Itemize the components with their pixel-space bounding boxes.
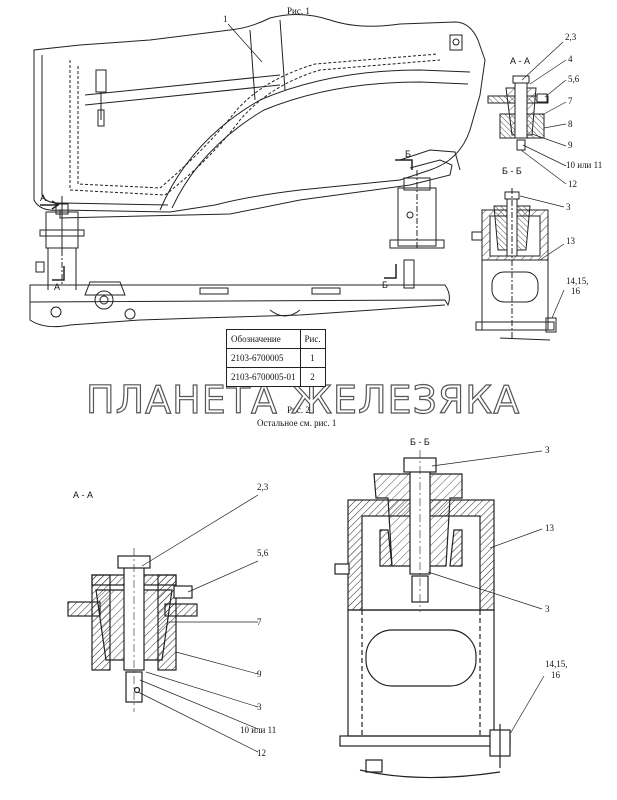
spec-cell-figure: 1	[299, 348, 326, 368]
detail-aa-callout-3: 3	[257, 702, 262, 712]
figure2-title: Рис. 2	[287, 405, 310, 415]
callout-5-6: 5,6	[568, 74, 580, 84]
small-section-aa	[487, 75, 549, 151]
figure2-note: Остальное см. рис. 1	[257, 418, 336, 428]
detail-aa-drawing	[67, 548, 198, 712]
spec-cell-designation: 2103-6700005-01	[226, 367, 301, 387]
section-mark-b-bottom: Б	[382, 280, 388, 290]
detail-bb-title: Б - Б	[410, 437, 430, 447]
callout-7: 7	[568, 96, 573, 106]
leader-1	[227, 23, 263, 63]
right-support-mount	[389, 170, 445, 289]
detail-bb-callout-14-15: 14,15,	[545, 659, 568, 669]
fender-assembly	[33, 14, 486, 219]
detail-aa-callout-2-3: 2,3	[257, 482, 269, 492]
spec-cell-designation: 2103-6700005	[226, 348, 301, 368]
left-support-mount	[35, 196, 85, 290]
small-aa-leaders	[520, 41, 567, 185]
detail-aa-leaders	[137, 494, 259, 753]
detail-bb-drawing	[334, 450, 511, 779]
figure1-title: Рис. 1	[287, 6, 310, 16]
callout-13-small-bb: 13	[566, 236, 576, 246]
detail-aa-callout-7: 7	[257, 617, 262, 627]
detail-aa-title: А - А	[73, 490, 93, 500]
detail-aa-callout-9: 9	[257, 669, 262, 679]
detail-bb-callout-3-top: 3	[545, 445, 550, 455]
callout-12: 12	[568, 179, 577, 189]
detail-bb-leaders	[427, 450, 545, 735]
small-aa-title: А - А	[510, 56, 530, 66]
detail-aa-callout-10-11: 10 или 11	[240, 725, 276, 735]
callout-14-15-small: 14,15,	[566, 276, 589, 286]
detail-bb-callout-13: 13	[545, 523, 555, 533]
callout-16-small: 16	[571, 286, 581, 296]
section-mark-a-bottom: А	[54, 282, 60, 292]
small-bb-leaders	[519, 195, 565, 319]
callout-3-small-bb: 3	[566, 202, 571, 212]
section-mark-a-top: А	[40, 193, 46, 203]
spec-header-designation: Обозначение	[226, 329, 301, 349]
spec-table-header: Обозначение Рис.	[226, 329, 326, 349]
spec-table: Обозначение Рис. 2103-6700005 1 2103-670…	[226, 329, 326, 387]
small-bb-title: Б - Б	[502, 166, 522, 176]
detail-aa-callout-12: 12	[257, 748, 266, 758]
section-mark-b-top: Б	[405, 149, 411, 159]
small-section-bb	[471, 188, 557, 341]
chassis-frame	[29, 281, 450, 328]
watermark: ПЛАНЕТА ЖЕЛЕЗЯКА	[86, 378, 520, 422]
callout-4: 4	[568, 54, 573, 64]
callout-8: 8	[568, 119, 573, 129]
callout-10-11: 10 или 11	[566, 160, 602, 170]
table-row: 2103-6700005 1	[226, 348, 326, 368]
spec-header-figure: Рис.	[299, 329, 326, 349]
detail-aa-callout-5-6: 5,6	[257, 548, 269, 558]
detail-bb-callout-3-bottom: 3	[545, 604, 550, 614]
spec-cell-figure: 2	[299, 367, 326, 387]
table-row: 2103-6700005-01 2	[226, 367, 326, 387]
callout-1: 1	[223, 14, 228, 24]
detail-bb-callout-16: 16	[551, 670, 561, 680]
callout-9: 9	[568, 140, 573, 150]
section-markers	[40, 159, 413, 281]
callout-2-3: 2,3	[565, 32, 577, 42]
